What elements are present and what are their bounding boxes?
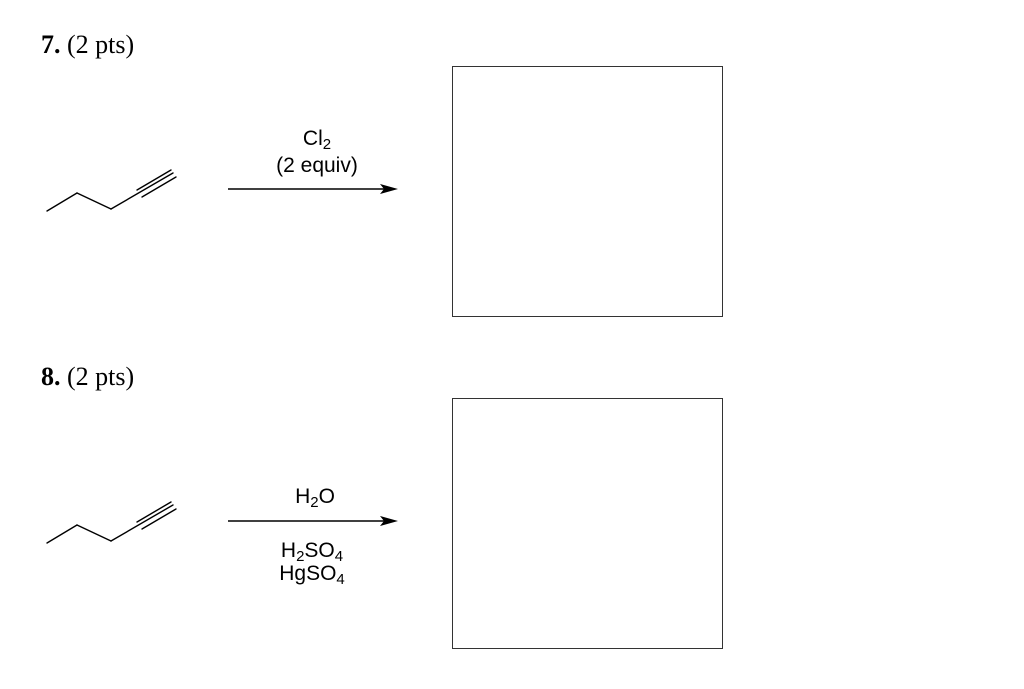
triple-bond-upper xyxy=(136,501,172,523)
question-7-label: 7. (2 pts) xyxy=(41,30,134,60)
bond-c3-c2 xyxy=(76,192,112,210)
bond-c3-c2 xyxy=(76,524,112,542)
triple-bond-center xyxy=(110,504,174,542)
question-number: 8. xyxy=(41,362,61,391)
question-7-answer-box[interactable] xyxy=(452,66,723,317)
question-8-reaction-arrow xyxy=(228,516,398,526)
triple-bond-upper xyxy=(136,169,172,191)
question-7-reagent-equiv: (2 equiv) xyxy=(276,154,358,177)
question-7-reagent-cl2: Cl2 xyxy=(302,127,332,153)
question-8-label: 8. (2 pts) xyxy=(41,362,134,392)
bond-c4-c3 xyxy=(46,192,78,212)
question-points: (2 pts) xyxy=(67,362,135,391)
question-8-reagent-h2so4: H2SO4 xyxy=(280,539,344,565)
question-8-answer-box[interactable] xyxy=(452,398,723,649)
triple-bond-lower xyxy=(141,176,177,198)
question-7-starting-material-alkyne xyxy=(46,169,177,212)
bond-c4-c3 xyxy=(46,524,78,544)
question-points: (2 pts) xyxy=(67,30,135,59)
triple-bond-lower xyxy=(141,508,177,530)
question-number: 7. xyxy=(41,30,61,59)
question-7-reaction-arrow xyxy=(228,184,398,194)
question-8-starting-material-alkyne xyxy=(46,501,177,544)
question-8-reagent-hgso4: HgSO4 xyxy=(279,562,345,588)
question-8-reagent-h2o: H2O xyxy=(295,485,335,511)
triple-bond-center xyxy=(110,172,174,210)
